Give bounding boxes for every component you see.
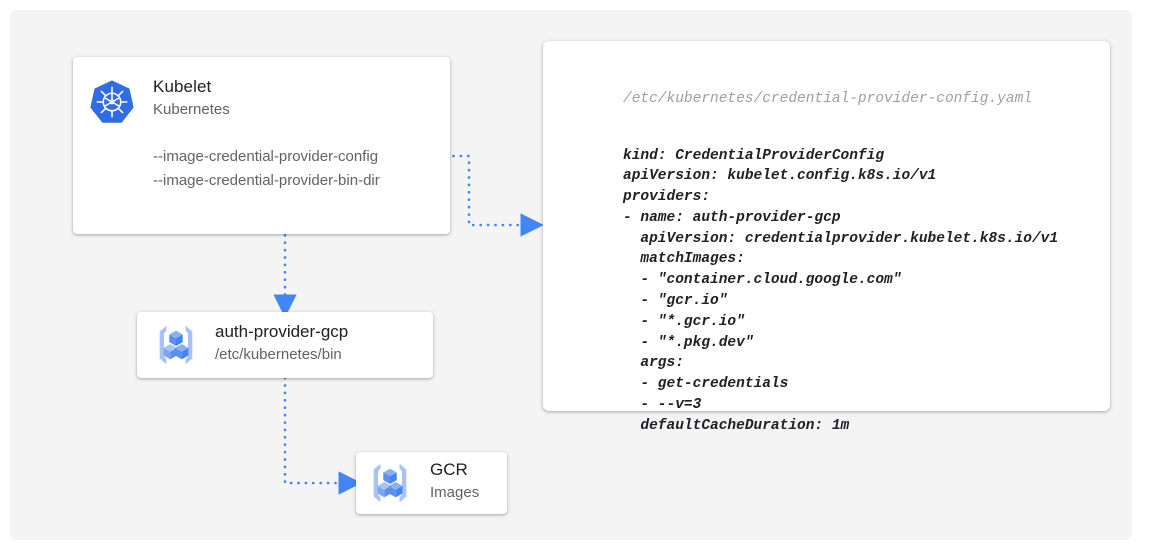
gcr-card[interactable]: GCR Images — [356, 452, 507, 514]
config-file-path: /etc/kubernetes/credential-provider-conf… — [623, 91, 1032, 107]
container-registry-icon — [373, 463, 407, 503]
kubelet-flag-image-credential-provider-config: --image-credential-provider-config — [153, 148, 379, 165]
credential-provider-config-card[interactable]: /etc/kubernetes/credential-provider-conf… — [543, 41, 1110, 434]
container-registry-icon — [159, 325, 193, 365]
kubernetes-logo-icon — [90, 80, 134, 123]
config-yaml-code: kind: CredentialProviderConfig apiVersio… — [623, 147, 1059, 434]
auth-provider-card-subtitle: /etc/kubernetes/bin — [215, 346, 342, 363]
gcr-card-subtitle: Images — [430, 484, 480, 501]
gcr-card-title: GCR — [430, 460, 468, 479]
kubelet-card-title: Kubelet — [153, 77, 212, 96]
auth-provider-gcp-card[interactable]: auth-provider-gcp /etc/kubernetes/bin — [137, 312, 433, 378]
auth-provider-card-title: auth-provider-gcp — [215, 322, 349, 341]
kubelet-flag-image-credential-provider-bin-dir: --image-credential-provider-bin-dir — [153, 172, 380, 189]
kubelet-card-subtitle: Kubernetes — [153, 101, 230, 118]
kubelet-card[interactable]: Kubelet Kubernetes --image-credential-pr… — [73, 57, 450, 234]
